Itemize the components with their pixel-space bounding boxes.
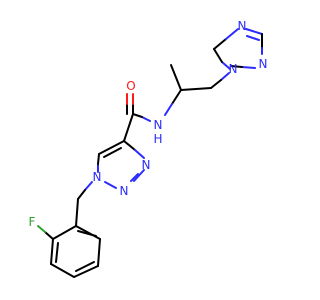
amide-group <box>123 93 151 142</box>
atom-label-n-ring-left: N <box>229 62 238 76</box>
atom-label-n-ring-top: N <box>238 19 247 33</box>
molecule-structure: O N H N N N N N N F <box>29 19 268 278</box>
triazole-ring-upper <box>213 28 263 70</box>
atom-label-n-amide: N <box>154 118 163 132</box>
atom-label-h-amide: H <box>153 132 162 146</box>
atom-label-n-triazole-b: N <box>120 184 129 198</box>
benzyl-linker <box>75 181 93 227</box>
atom-label-o: O <box>126 79 135 93</box>
atom-label-n-ring-right: N <box>259 57 268 71</box>
atom-label-n-triazole-a: N <box>142 158 151 172</box>
atom-label-n-triazole-c: N <box>93 170 102 184</box>
benzene-ring <box>50 225 101 278</box>
side-chain <box>164 64 230 116</box>
atom-label-f: F <box>29 215 36 229</box>
fluoro-bond <box>37 225 54 240</box>
triazole-ring-lower <box>97 140 145 189</box>
